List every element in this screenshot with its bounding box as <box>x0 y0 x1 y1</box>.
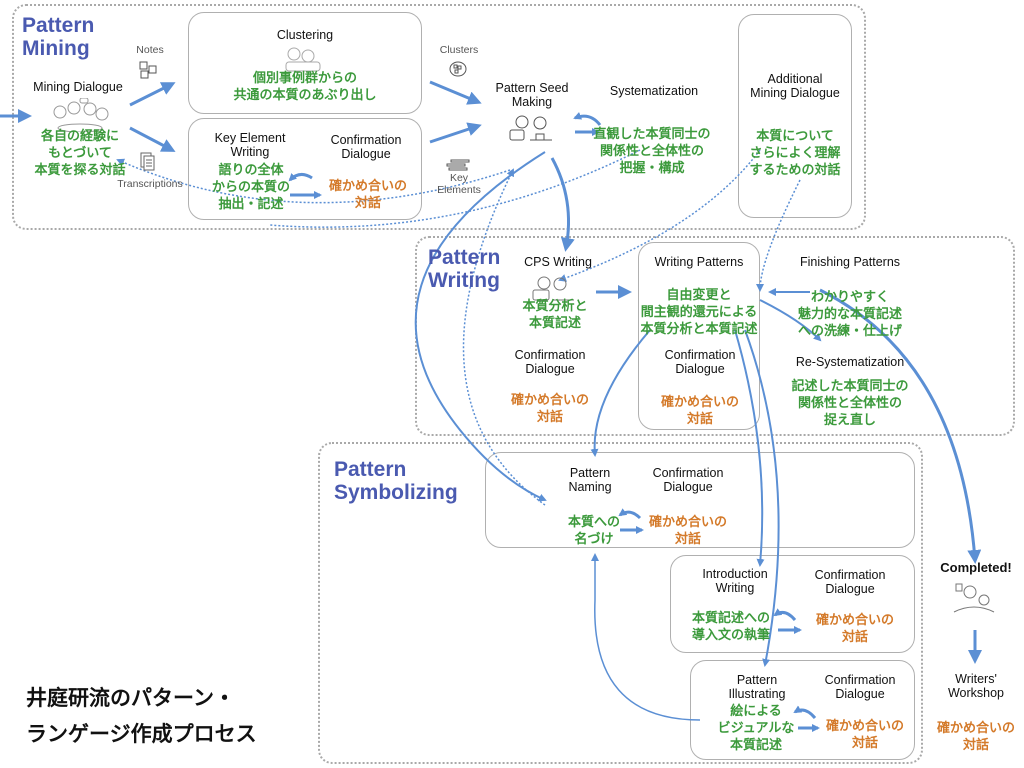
pattern-illustrating-jp: 絵による ビジュアルな 本質記述 <box>717 704 795 753</box>
phase-title-symbolizing: Pattern Symbolizing <box>334 458 458 504</box>
wp-confirmation-label: Confirmation Dialogue <box>664 348 736 376</box>
phase-symbolizing-region <box>318 442 923 764</box>
people-discussion-icon <box>50 97 110 133</box>
systematization-label: Systematization <box>609 84 699 98</box>
wp-confirmation-jp: 確かめ合いの 対話 <box>660 395 739 427</box>
mining-dialogue-label: Mining Dialogue <box>33 80 123 94</box>
arrow-seed-to-cps <box>550 157 575 252</box>
people-laptop-icon-cps <box>530 276 576 302</box>
arrow-keyel-to-seed <box>429 122 482 144</box>
clusters-label: Clusters <box>439 44 479 56</box>
writing-patterns-label: Writing Patterns <box>654 255 744 269</box>
systematization-jp: 直観した本質同士の 関係性と全体性の 把握・構成 <box>593 127 711 176</box>
arrow-wp-to-illus <box>744 329 780 667</box>
arrow-finishing-to-completed <box>819 288 982 564</box>
arrow-to-naming <box>414 151 547 502</box>
arrow-wp-to-naming <box>590 329 651 457</box>
mining-confirmation-jp: 確かめ合いの 対話 <box>328 179 407 211</box>
arrow-resys <box>759 299 822 342</box>
main-title-line1: 井庭研流のパターン・ <box>26 686 235 710</box>
phase-title-writing: Pattern Writing <box>428 246 501 292</box>
key-elements-label: Key Elements <box>437 172 481 196</box>
additional-mining-box <box>738 14 852 218</box>
key-element-box <box>188 118 422 220</box>
celebration-icon <box>950 582 998 616</box>
main-flow-arrows <box>0 80 982 732</box>
key-element-writing-jp: 語りの全体 からの本質の 抽出・記述 <box>211 163 290 212</box>
clustering-box <box>188 12 422 114</box>
writing-patterns-box <box>638 242 760 430</box>
arrow-clusters-to-seed <box>429 80 482 105</box>
arrow-to-key-element <box>129 126 176 152</box>
additional-mining-jp: 本質について さらによく理解 するための対話 <box>749 129 841 178</box>
illus-confirmation-jp: 確かめ合いの 対話 <box>825 719 904 751</box>
main-title-line2: ランゲージ作成プロセス <box>26 722 257 746</box>
dotted-feedback-arrows <box>116 149 801 506</box>
pattern-illustrating-label: Pattern Illustrating <box>728 673 786 701</box>
introduction-writing-jp: 本質記述への 導入文の執筆 <box>691 611 770 643</box>
cps-confirmation-jp: 確かめ合いの 対話 <box>510 393 589 425</box>
pattern-naming-jp: 本質への 名づけ <box>567 515 620 547</box>
clustering-label: Clustering <box>276 28 334 42</box>
loop-naming <box>618 508 642 520</box>
pattern-naming-label: Pattern Naming <box>568 466 612 494</box>
additional-mining-label: Additional Mining Dialogue <box>750 72 840 100</box>
intro-confirmation-jp: 確かめ合いの 対話 <box>815 613 894 645</box>
clustering-jp: 個別事例群からの 共通の本質のあぶり出し <box>233 71 377 103</box>
transcriptions-label: Transcriptions <box>117 178 183 190</box>
intro-confirmation-label: Confirmation Dialogue <box>814 568 886 596</box>
key-element-writing-label: Key Element Writing <box>214 131 286 159</box>
loop-keyel <box>288 172 313 182</box>
writing-patterns-jp: 自由変更と 間主観的還元による 本質分析と本質記述 <box>640 288 758 337</box>
loop-intro <box>773 608 797 621</box>
resystematization-jp: 記述した本質同士の 関係性と全体性の 捉え直し <box>791 379 909 428</box>
resystematization-label: Re-Systematization <box>795 355 905 369</box>
illustrating-box <box>690 660 915 760</box>
cps-writing-label: CPS Writing <box>524 255 592 269</box>
pattern-seed-label: Pattern Seed Making <box>495 81 569 109</box>
people-clustering-icon <box>280 44 326 72</box>
phase-title-mining: Pattern Mining <box>22 14 95 60</box>
key-elements-lines-icon <box>445 158 471 171</box>
naming-box <box>485 452 915 548</box>
arrow-illus-loop <box>591 553 701 721</box>
cps-confirmation-label: Confirmation Dialogue <box>514 348 586 376</box>
loop-illus <box>793 705 817 719</box>
sticky-notes-icon <box>138 60 160 80</box>
finishing-patterns-label: Finishing Patterns <box>799 255 901 269</box>
completed-label: Completed! <box>940 560 1012 575</box>
arrow-wp-to-intro <box>734 329 765 567</box>
introduction-writing-label: Introduction Writing <box>702 567 768 595</box>
cluster-blob-icon <box>448 60 468 78</box>
mining-confirmation-label: Confirmation Dialogue <box>330 133 402 161</box>
cps-writing-jp: 本質分析と 本質記述 <box>522 299 588 331</box>
illus-confirmation-label: Confirmation Dialogue <box>824 673 896 701</box>
introduction-box <box>670 555 915 653</box>
finishing-patterns-jp: わかりやすく 魅力的な本質記述 への洗練・仕上げ <box>797 290 902 339</box>
naming-confirmation-jp: 確かめ合いの 対話 <box>648 515 727 547</box>
people-laptop-icon <box>506 114 554 144</box>
loop-seed <box>573 112 602 126</box>
writers-workshop-label: Writers' Workshop <box>947 672 1005 700</box>
mining-dialogue-jp: 各自の経験に もとづいて 本質を探る対話 <box>34 129 126 178</box>
document-stack-icon <box>140 152 156 172</box>
notes-label: Notes <box>136 44 164 56</box>
writers-workshop-jp: 確かめ合いの 対話 <box>936 721 1015 753</box>
arrow-to-clustering <box>129 82 176 107</box>
naming-confirmation-label: Confirmation Dialogue <box>652 466 724 494</box>
